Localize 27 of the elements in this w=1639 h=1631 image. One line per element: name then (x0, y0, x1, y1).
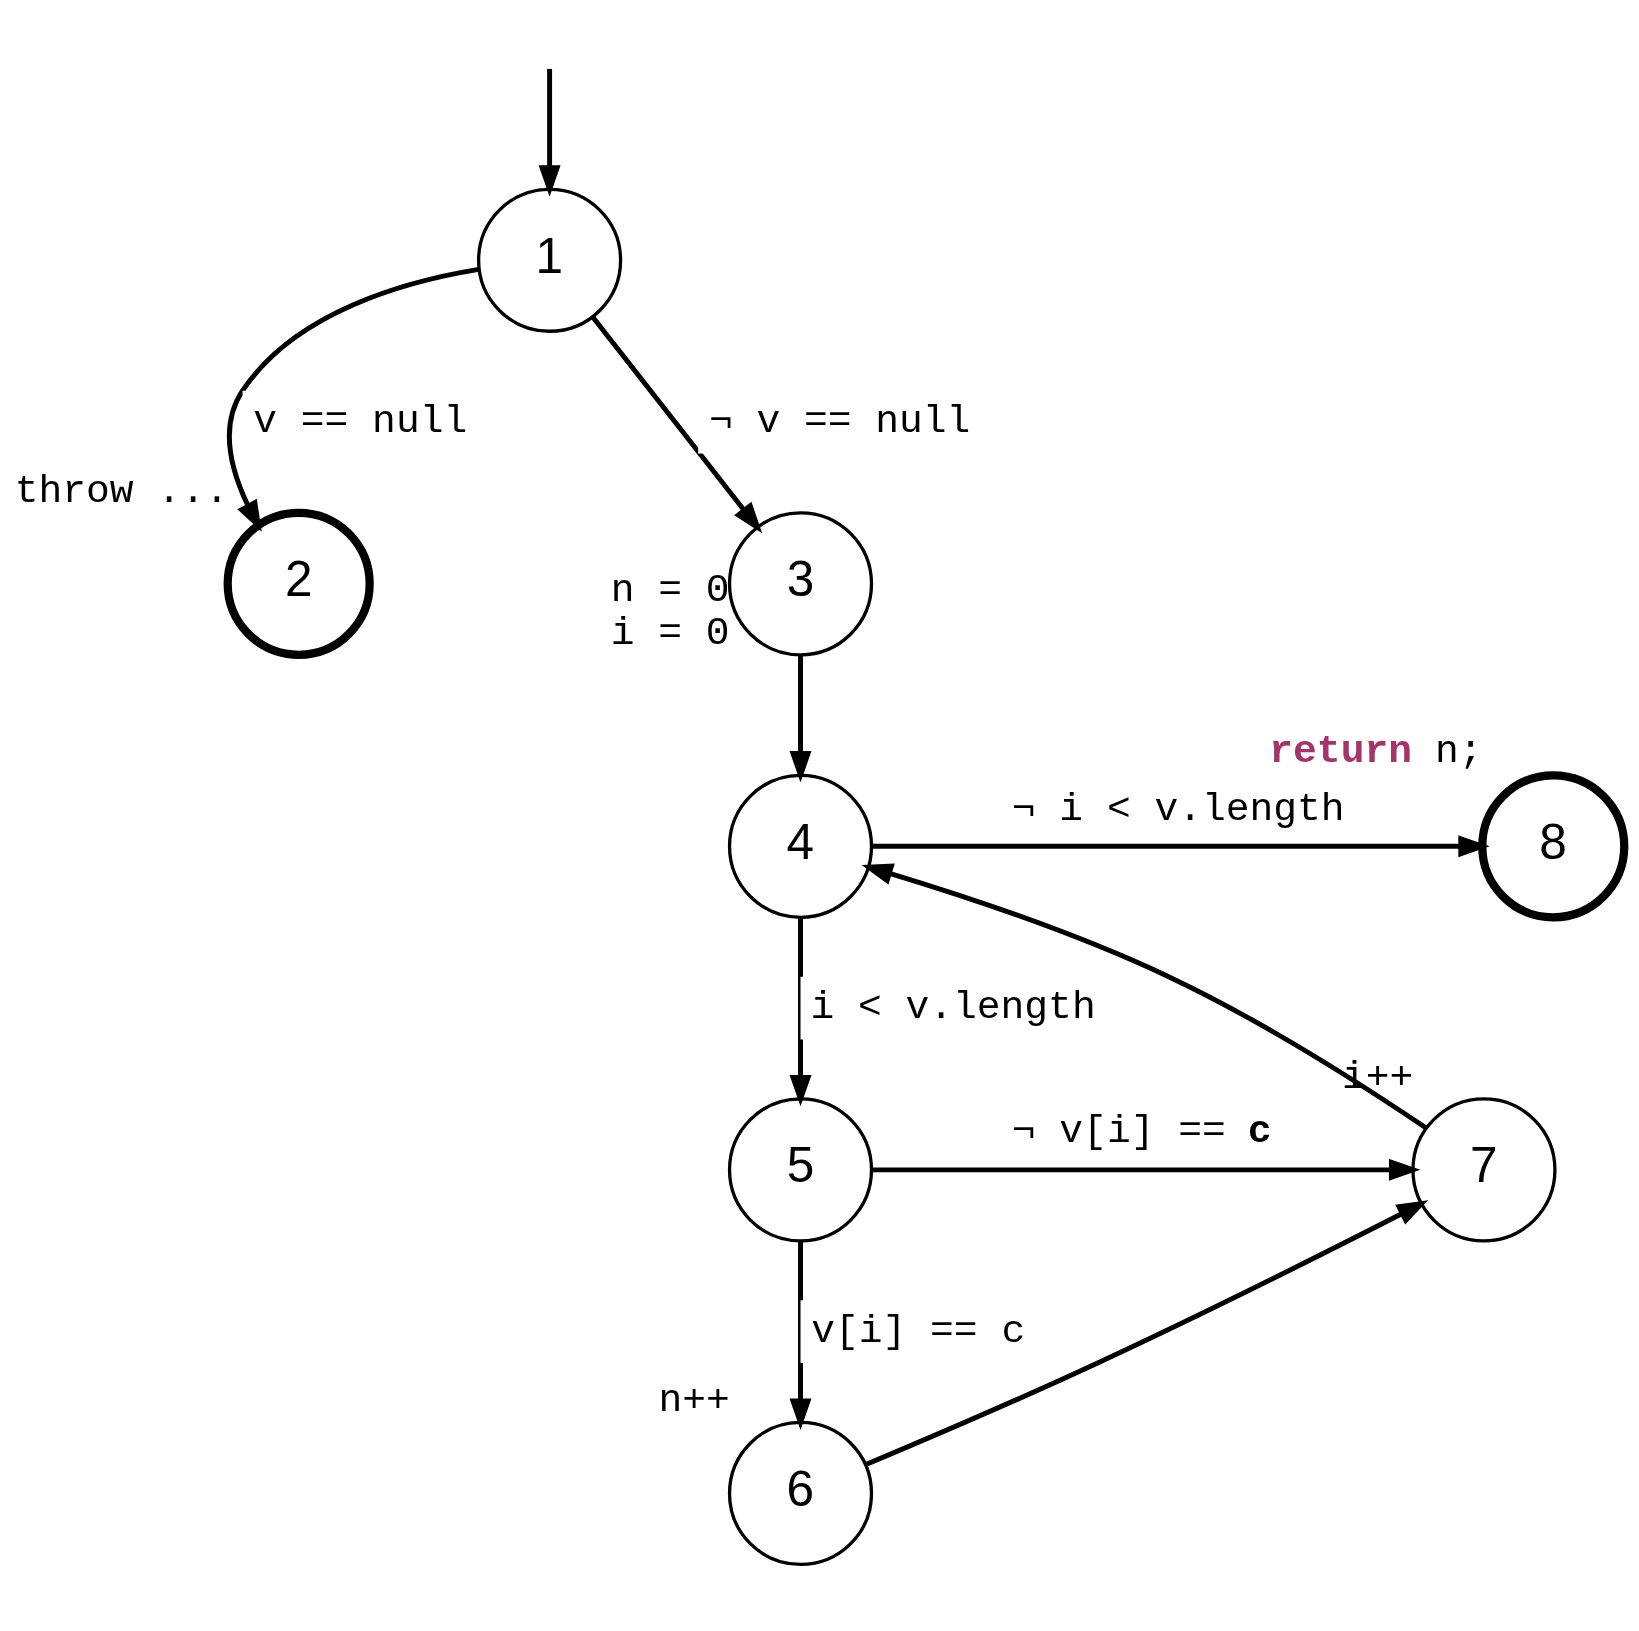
edge-label: ¬ i < v.length (1011, 786, 1345, 832)
arrow (871, 1158, 1421, 1181)
arrow (227, 266, 480, 532)
node-circle: 2 (223, 508, 374, 659)
node-circle: 5 (727, 1096, 874, 1242)
arrow (872, 834, 1490, 857)
arrow (789, 916, 812, 1106)
node-circle: 3 (727, 510, 874, 656)
node-circle: 6 (727, 1420, 874, 1566)
arrow (861, 862, 1428, 1130)
arrow (864, 1199, 1429, 1467)
node-circle: 1 (476, 187, 623, 333)
node-circle: 8 (1478, 770, 1629, 921)
node-label: n = 0 (610, 567, 730, 613)
node-label: i = 0 (610, 610, 730, 656)
edge-label: ¬ v[i] == c (1011, 1108, 1272, 1154)
edge-label: ¬ v == null (708, 398, 971, 444)
edge-label: v[i] == c (811, 1308, 1026, 1354)
arrow (538, 68, 561, 197)
edge-label: i < v.length (810, 984, 1096, 1030)
node-circle: 7 (1411, 1096, 1557, 1242)
edge-label: v == null (253, 398, 468, 444)
arrow (789, 654, 812, 782)
arrow (789, 1240, 812, 1430)
arrow (590, 314, 763, 533)
node-circle: 4 (727, 773, 874, 919)
node-label: n++ (658, 1377, 730, 1423)
